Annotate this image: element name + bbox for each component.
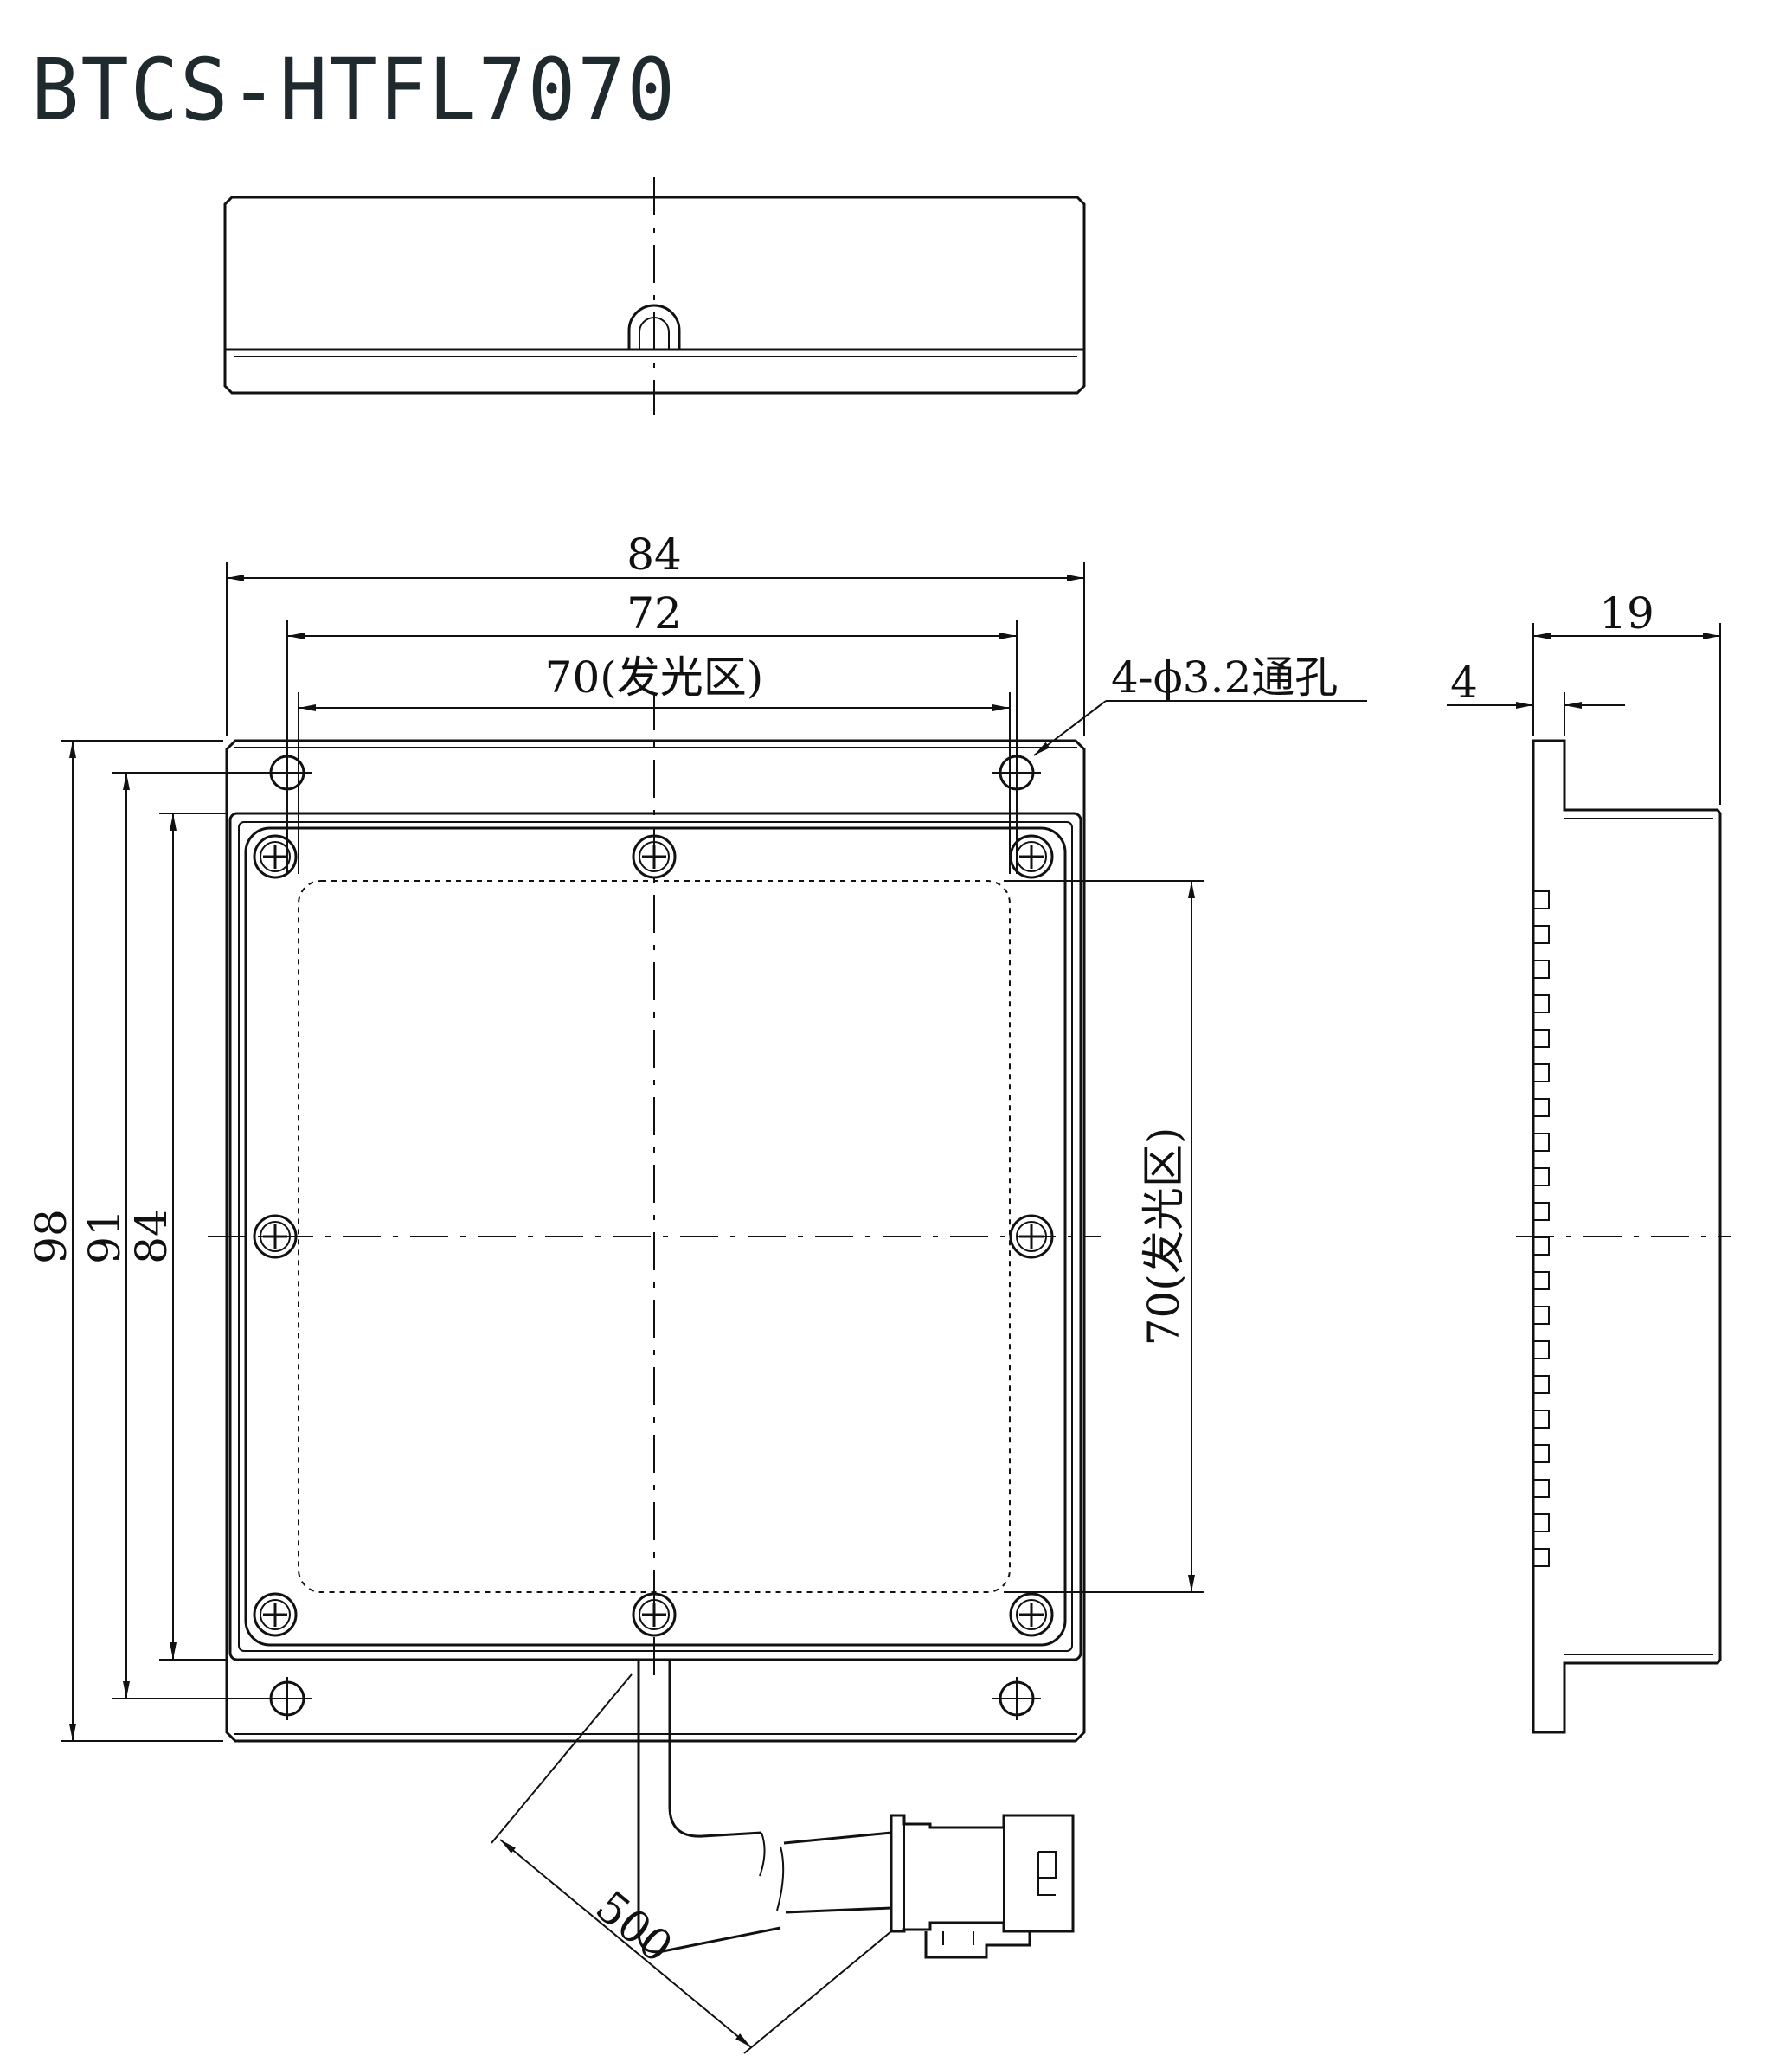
dim-side-flange: 4: [1450, 658, 1478, 708]
side-view: [1516, 739, 1731, 1734]
dim-width-overall: 84: [626, 530, 682, 580]
cable-and-connector: [637, 1661, 1075, 1959]
dim-side-depth: 19: [1599, 588, 1654, 639]
model-title: BTCS-HTFL7070: [31, 40, 678, 140]
dim-cable-length: 500: [587, 1881, 683, 1973]
dim-holes-note: 4-ϕ3.2通孔: [1111, 652, 1338, 703]
dim-hole-spacing-y: 91: [80, 1209, 130, 1264]
mounting-hole: [263, 1677, 312, 1720]
top-view: [223, 177, 1086, 415]
dim-light-area-y: 70(发光区): [1139, 1127, 1189, 1346]
dim-hole-spacing-x: 72: [626, 588, 682, 639]
dim-light-area-x: 70(发光区): [545, 652, 764, 703]
front-view: [208, 692, 1101, 1743]
dim-body-height: 84: [126, 1209, 177, 1264]
dim-height-overall: 98: [26, 1209, 76, 1264]
mounting-hole: [992, 1677, 1041, 1720]
